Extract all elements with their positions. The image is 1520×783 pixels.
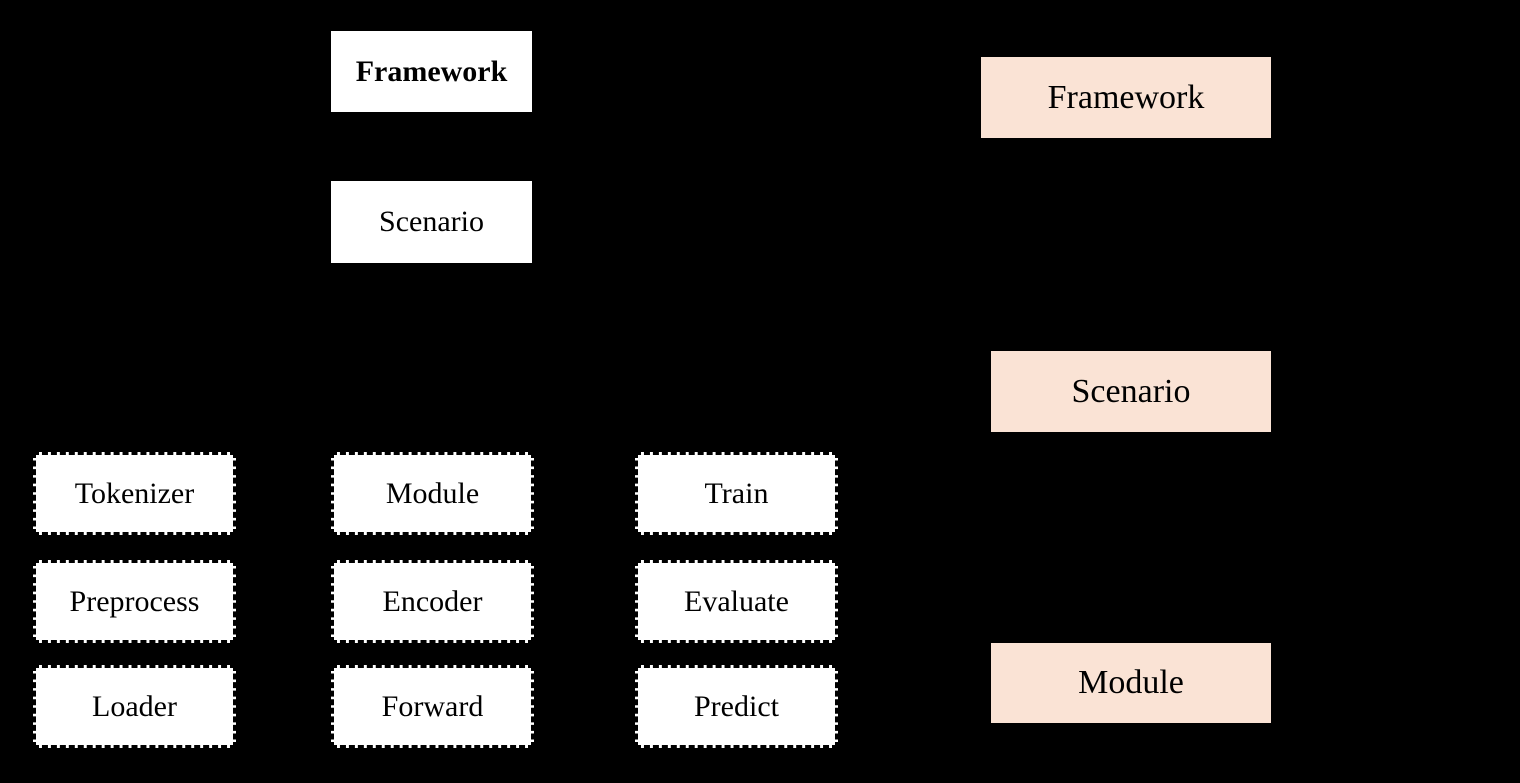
node-module[interactable]: Module: [331, 452, 534, 535]
node-label-module: Module: [385, 476, 480, 510]
node-label-forward: Forward: [381, 689, 484, 723]
node-label-peach-scenario: Scenario: [1071, 372, 1191, 410]
node-preprocess[interactable]: Preprocess: [33, 560, 236, 643]
node-left-scenario[interactable]: Scenario: [331, 181, 532, 263]
node-peach-scenario[interactable]: Scenario: [991, 351, 1271, 432]
node-tokenizer[interactable]: Tokenizer: [33, 452, 236, 535]
node-peach-module[interactable]: Module: [991, 643, 1271, 723]
node-label-preprocess: Preprocess: [69, 584, 200, 618]
node-label-tokenizer: Tokenizer: [74, 476, 195, 510]
node-encoder[interactable]: Encoder: [331, 560, 534, 643]
node-label-left-framework: Framework: [355, 54, 508, 88]
node-label-left-scenario: Scenario: [379, 205, 484, 238]
node-forward[interactable]: Forward: [331, 665, 534, 748]
node-label-peach-framework: Framework: [1047, 78, 1205, 116]
node-train[interactable]: Train: [635, 452, 838, 535]
node-loader[interactable]: Loader: [33, 665, 236, 748]
node-peach-framework[interactable]: Framework: [981, 57, 1271, 138]
node-label-train: Train: [704, 476, 769, 510]
node-label-loader: Loader: [92, 689, 177, 723]
node-predict[interactable]: Predict: [635, 665, 838, 748]
node-label-evaluate: Evaluate: [684, 584, 789, 618]
node-left-framework[interactable]: Framework: [331, 31, 532, 112]
node-label-predict: Predict: [694, 689, 779, 723]
node-evaluate[interactable]: Evaluate: [635, 560, 838, 643]
node-label-encoder: Encoder: [382, 584, 483, 618]
node-label-peach-module: Module: [1078, 664, 1184, 701]
